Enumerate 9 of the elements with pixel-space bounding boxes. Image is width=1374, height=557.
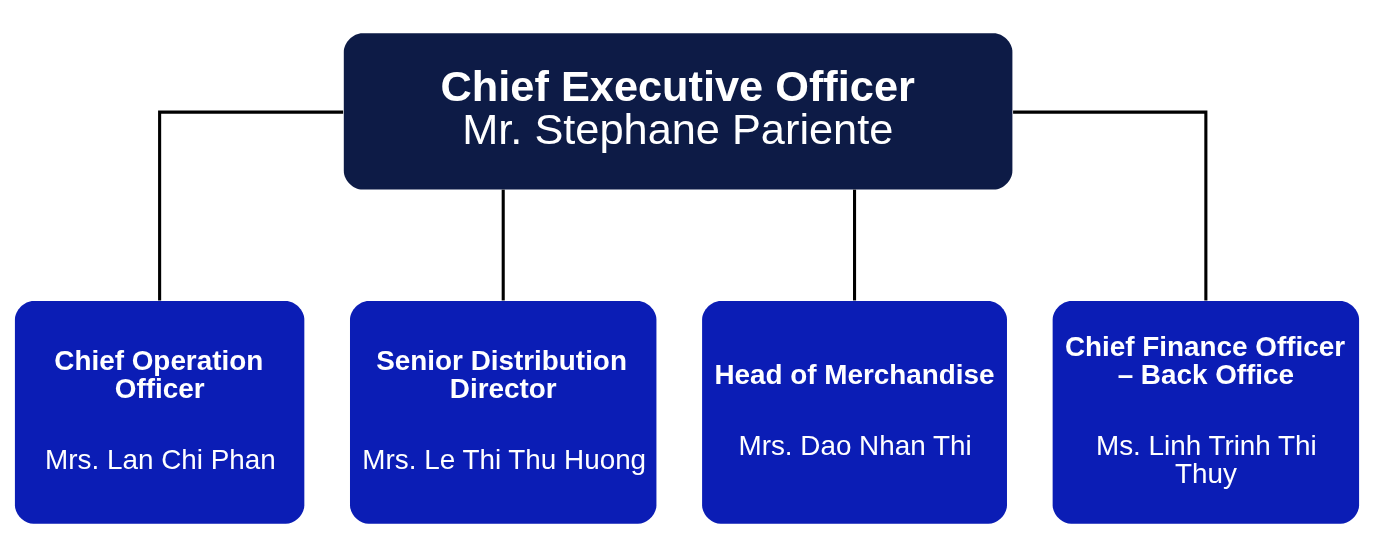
connector xyxy=(158,110,344,301)
node-box: Chief Executive Officer Mr. Stephane Pariente xyxy=(343,33,1013,190)
node-box: Head of Merchandise Mrs. Dao Nhan Thi xyxy=(702,300,1007,524)
connector xyxy=(1013,110,1208,301)
connector xyxy=(501,189,505,301)
node-box: Chief Operation Officer Mrs. Lan Chi Phan xyxy=(14,300,305,524)
node-box: Senior Distribution Director Mrs. Le Thi Thu Huong xyxy=(350,300,657,524)
node-box: Chief Finance Officer – Back Office Ms. Linh Trinh Thi Thuy xyxy=(1052,300,1360,524)
connector xyxy=(853,189,857,301)
